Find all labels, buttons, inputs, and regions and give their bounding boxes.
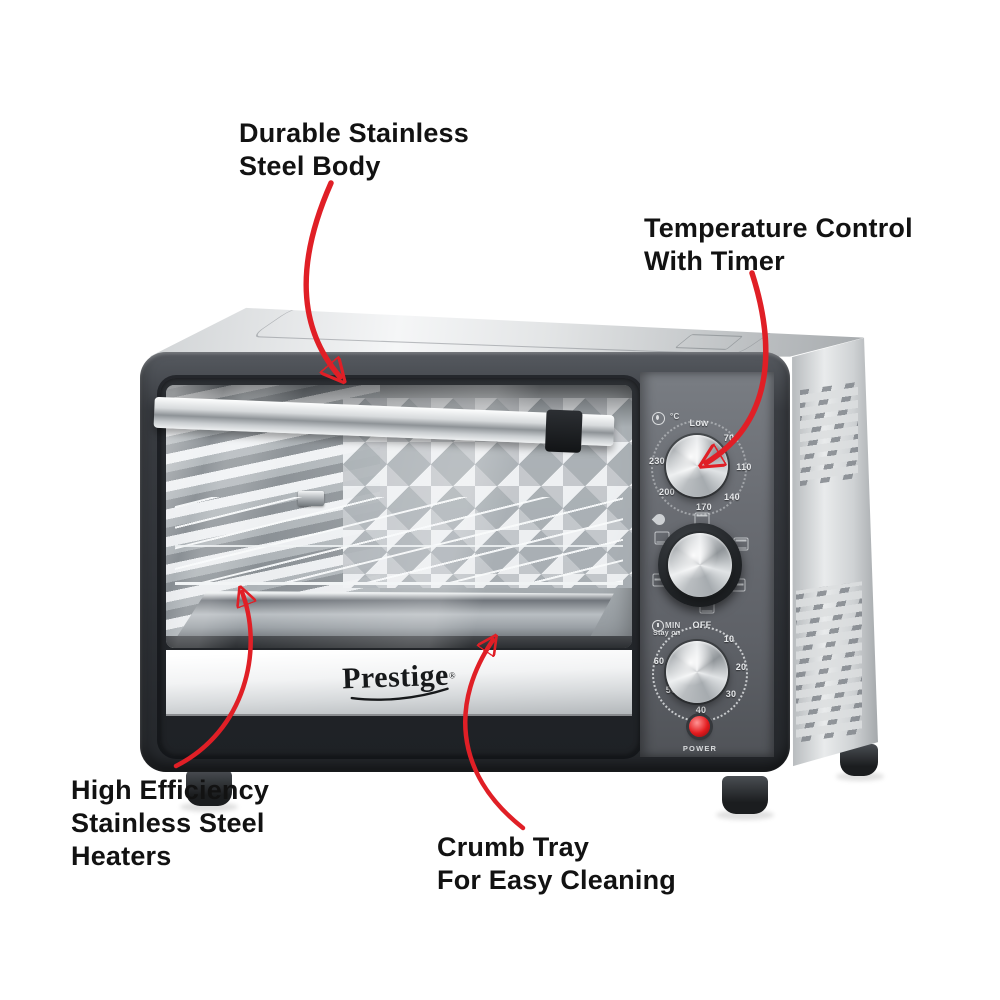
temp-dial-label: 140 xyxy=(724,492,740,502)
label-line: High Efficiency xyxy=(71,775,270,805)
label-line: With Timer xyxy=(644,245,785,276)
control-panel: °C Low 70 110 140 170 200 230 MIN Sta xyxy=(640,372,774,757)
temperature-icon xyxy=(652,412,665,425)
temp-dial-label: 200 xyxy=(659,487,675,497)
oven-door: Prestige® xyxy=(153,378,640,756)
label-line: Heaters xyxy=(71,840,172,871)
oven-foot xyxy=(186,770,232,806)
label-line: Durable Stainless xyxy=(239,118,469,148)
function-knob xyxy=(668,533,732,597)
temp-dial-label: 230 xyxy=(649,456,665,466)
vent-louvers-top xyxy=(800,381,858,487)
label-line: Temperature Control xyxy=(644,213,913,243)
temp-dial-label: 70 xyxy=(723,433,735,443)
power-label: POWER xyxy=(682,744,718,753)
label-crumb-tray: Crumb Tray For Easy Cleaning xyxy=(437,831,676,897)
label-line: For Easy Cleaning xyxy=(437,864,676,895)
timer-knob xyxy=(666,641,728,703)
temperature-knob xyxy=(666,435,728,497)
power-indicator-lamp xyxy=(689,716,710,737)
temperature-unit: °C xyxy=(670,412,680,421)
label-temperature-control: Temperature Control With Timer xyxy=(644,212,913,278)
timer-dial-label: 30 xyxy=(725,689,737,699)
foot-shadow xyxy=(836,772,884,781)
brand-name: Prestige xyxy=(341,658,450,696)
oven-foot xyxy=(722,776,768,814)
foot-shadow xyxy=(716,810,774,820)
temp-dial-label: 110 xyxy=(736,462,752,472)
timer-unit: MIN xyxy=(665,621,681,630)
temp-dial-label: 170 xyxy=(696,502,712,512)
timer-dial-label: 10 xyxy=(723,634,735,644)
timer-stay-on-label: Stay on xyxy=(653,630,681,637)
label-stainless-body: Durable Stainless Steel Body xyxy=(239,117,469,183)
function-knob-bezel xyxy=(658,523,742,607)
handle-bracket xyxy=(544,409,583,453)
clock-icon xyxy=(652,620,664,632)
label-line: Steel Body xyxy=(239,150,381,181)
temp-dial-label: Low xyxy=(689,418,709,428)
label-heaters: High Efficiency Stainless Steel Heaters xyxy=(71,774,269,873)
label-line: Stainless Steel xyxy=(71,807,265,838)
timer-dial-label: OFF xyxy=(692,620,712,630)
oven-front-face: Prestige® °C Low 70 110 140 170 200 230 xyxy=(140,352,790,772)
door-lower-strip: Prestige® xyxy=(166,650,632,716)
foot-shadow xyxy=(180,802,238,812)
timer-dial-label: 20 xyxy=(735,662,747,672)
brand-swoosh xyxy=(350,687,449,701)
brand-logo: Prestige® xyxy=(342,658,457,702)
wire-rack xyxy=(175,497,624,585)
flame-icon xyxy=(651,511,668,528)
vent-louvers-bottom xyxy=(796,581,862,743)
oven-side-panel xyxy=(792,337,878,767)
brand-registered-mark: ® xyxy=(448,670,456,681)
timer-dial-label: 40 xyxy=(695,705,707,715)
timer-dial-label: 60 xyxy=(653,656,665,666)
label-line: Crumb Tray xyxy=(437,832,590,862)
